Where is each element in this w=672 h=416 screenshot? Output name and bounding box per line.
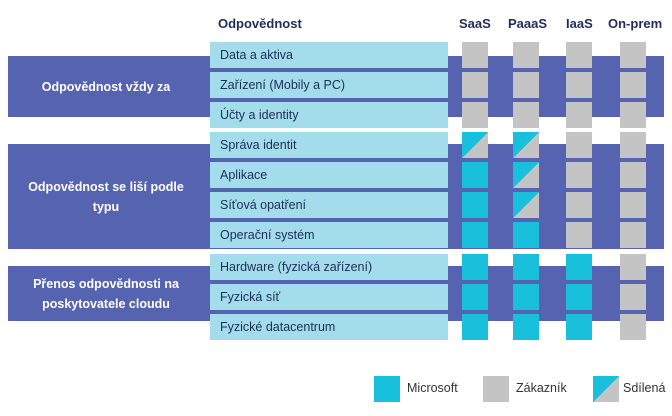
cell-onprem-customer	[620, 42, 646, 68]
cell-paas-microsoft	[513, 254, 539, 280]
cell-saas-microsoft	[462, 162, 488, 188]
cell-onprem-customer	[620, 72, 646, 98]
group-label-always: Odpovědnost vždy za	[41, 79, 171, 94]
cell-saas-customer	[462, 42, 488, 68]
cell-iaas-customer	[566, 42, 592, 68]
column-header-saas: SaaS	[459, 16, 491, 31]
cell-saas-microsoft	[462, 314, 488, 340]
cell-paas-shared	[513, 192, 539, 218]
cell-saas-customer	[462, 72, 488, 98]
legend-shared-label: Sdílená	[623, 381, 666, 395]
cell-paas-shared	[513, 132, 539, 158]
cell-iaas-microsoft	[566, 284, 592, 310]
cell-paas-microsoft	[513, 284, 539, 310]
legend-customer-label: Zákazník	[516, 381, 567, 395]
cell-onprem-customer	[620, 192, 646, 218]
cell-iaas-customer	[566, 162, 592, 188]
cell-onprem-customer	[620, 162, 646, 188]
cell-paas-microsoft	[513, 222, 539, 248]
cell-onprem-customer	[620, 222, 646, 248]
responsibility-row: Fyzické datacentrum	[210, 314, 448, 340]
cell-iaas-customer	[566, 102, 592, 128]
cell-paas-customer	[513, 72, 539, 98]
legend-shared-swatch	[593, 376, 619, 402]
responsibility-row: Fyzická síť	[210, 284, 448, 310]
column-header-onprem: On-prem	[608, 16, 663, 31]
cell-paas-microsoft	[513, 314, 539, 340]
responsibility-row: Správa identit	[210, 132, 448, 158]
cell-saas-shared	[462, 132, 488, 158]
responsibility-row: Hardware (fyzická zařízení)	[210, 254, 448, 280]
cell-onprem-customer	[620, 132, 646, 158]
cell-saas-microsoft	[462, 254, 488, 280]
group-label-varies: Odpovědnost se liší podle typu	[28, 179, 184, 214]
cell-iaas-microsoft	[566, 254, 592, 280]
cell-iaas-microsoft	[566, 314, 592, 340]
cell-saas-customer	[462, 102, 488, 128]
cell-onprem-customer	[620, 284, 646, 310]
cell-saas-microsoft	[462, 284, 488, 310]
column-header-paas: PaaaS	[508, 16, 548, 31]
cell-iaas-customer	[566, 192, 592, 218]
cell-saas-microsoft	[462, 192, 488, 218]
cell-saas-microsoft	[462, 222, 488, 248]
group-label-transfer: Přenos odpovědnosti na poskytovatele clo…	[33, 276, 179, 311]
cell-paas-customer	[513, 102, 539, 128]
cell-iaas-customer	[566, 222, 592, 248]
cell-onprem-customer	[620, 102, 646, 128]
legend-customer-swatch	[483, 376, 509, 402]
cell-onprem-customer	[620, 314, 646, 340]
responsibility-row: Účty a identity	[210, 102, 448, 128]
responsibility-row: Zařízení (Mobily a PC)	[210, 72, 448, 98]
column-header-iaas: IaaS	[566, 16, 593, 31]
cell-paas-customer	[513, 42, 539, 68]
cell-onprem-customer	[620, 254, 646, 280]
responsibility-row: Data a aktiva	[210, 42, 448, 68]
cell-iaas-customer	[566, 72, 592, 98]
legend-microsoft-swatch	[374, 376, 400, 402]
responsibility-row: Operační systém	[210, 222, 448, 248]
responsibility-row: Síťová opatření	[210, 192, 448, 218]
cell-iaas-customer	[566, 132, 592, 158]
legend-microsoft-label: Microsoft	[407, 381, 458, 395]
cell-paas-shared	[513, 162, 539, 188]
responsibility-row: Aplikace	[210, 162, 448, 188]
responsibility-header: Odpovědnost	[218, 16, 302, 31]
